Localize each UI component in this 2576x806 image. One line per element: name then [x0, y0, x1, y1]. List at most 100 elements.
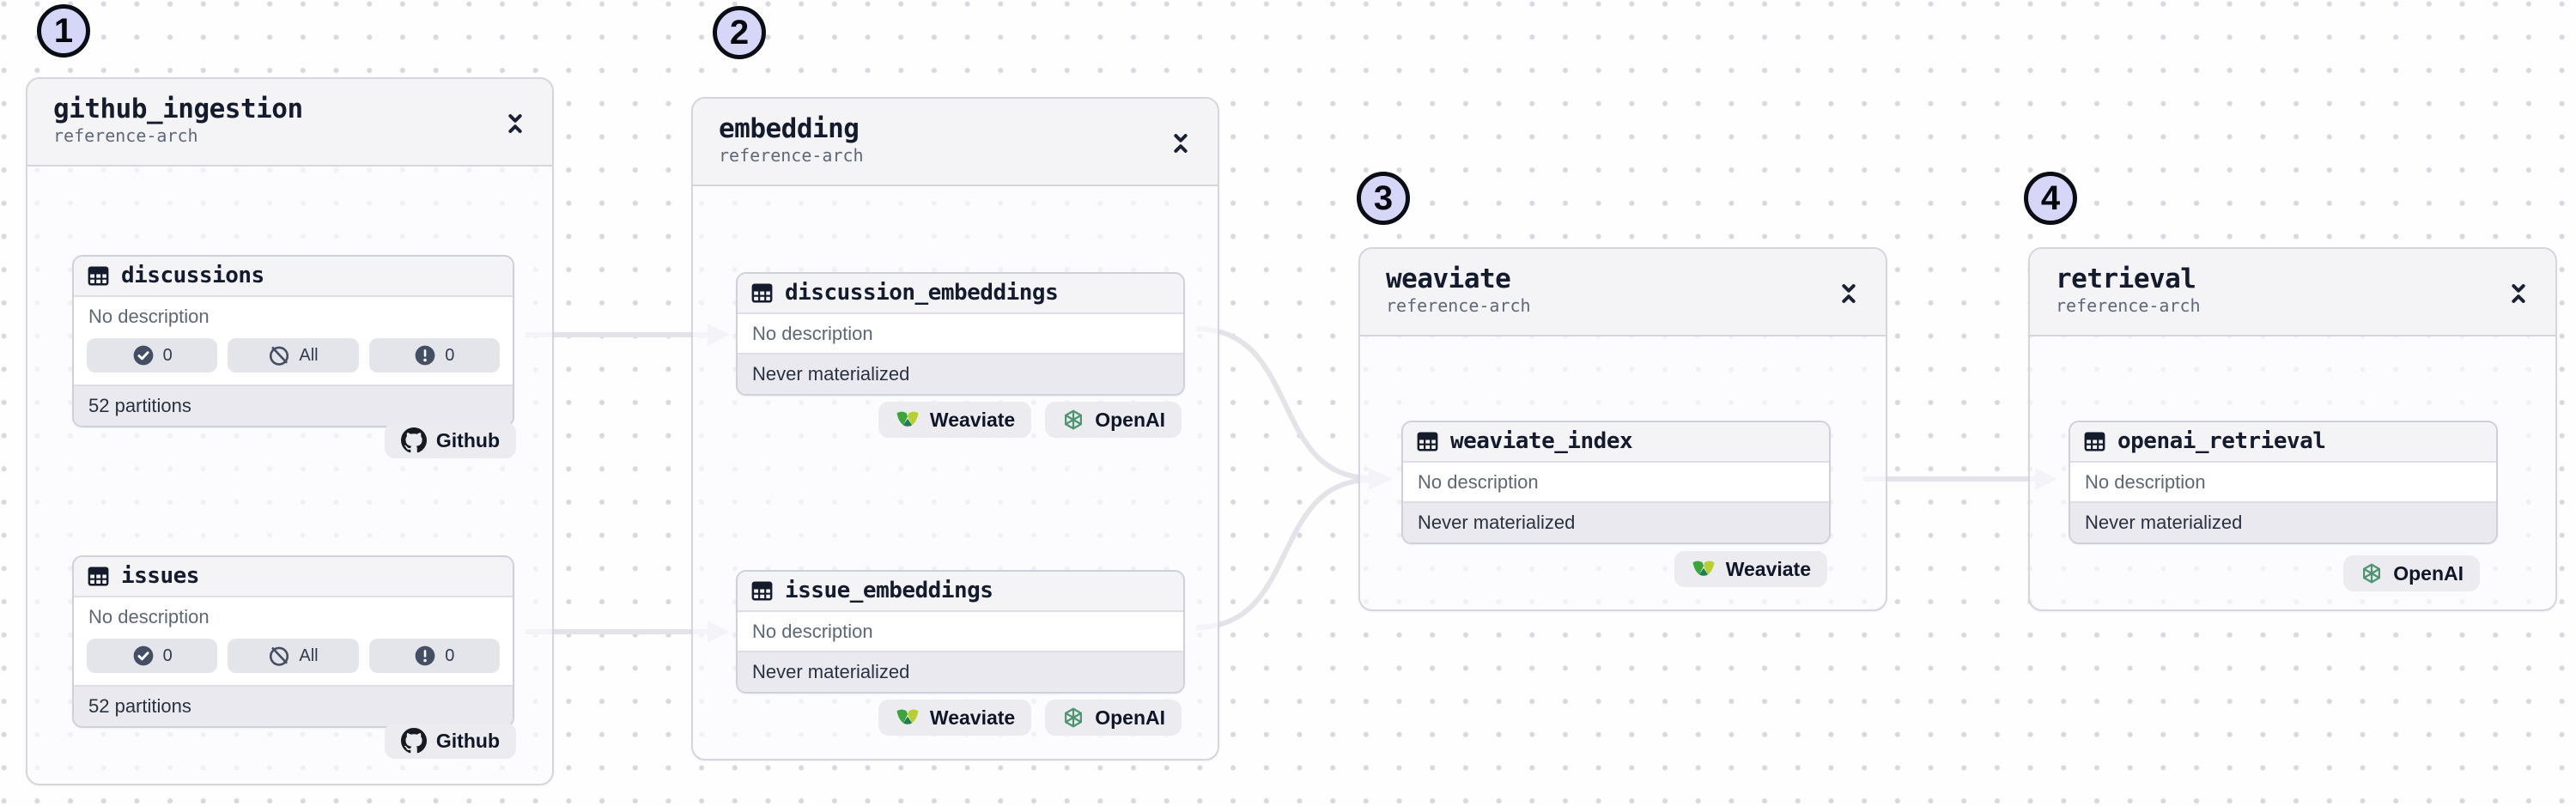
asset-description: No description: [738, 611, 1183, 651]
asset-card-discussions[interactable]: discussions No description 0 All: [72, 255, 514, 427]
asset-name: discussions: [121, 263, 264, 288]
group-embedding: embedding reference-arch discussion_embe…: [691, 97, 1219, 761]
tag-openai[interactable]: OpenAI: [1045, 402, 1182, 438]
pill-value: 0: [162, 345, 173, 365]
tag-openai[interactable]: OpenAI: [2343, 555, 2480, 591]
asset-check-pills: 0 All 0: [74, 331, 513, 385]
openai-icon: [1061, 408, 1085, 432]
weaviate-icon: [895, 707, 920, 728]
asset-status: Never materialized: [1403, 501, 1829, 542]
group-subtitle: reference-arch: [2056, 294, 2201, 316]
tag-github[interactable]: Github: [384, 723, 516, 759]
collapse-chevrons-icon: [2507, 281, 2530, 306]
asset-description: No description: [1403, 462, 1829, 502]
asset-description: No description: [738, 313, 1183, 354]
asset-card-openai-retrieval[interactable]: openai_retrieval No description Never ma…: [2069, 421, 2498, 544]
checks-warning-pill[interactable]: 0: [368, 639, 500, 674]
checks-passed-pill[interactable]: 0: [87, 639, 218, 674]
alert-circle-icon: [414, 344, 436, 367]
asset-partitions: 52 partitions: [74, 385, 513, 426]
table-icon: [750, 282, 774, 305]
tag-label: Weaviate: [929, 706, 1016, 729]
group-retrieval: retrieval reference-arch openai_retrieva…: [2028, 247, 2557, 611]
group-subtitle: reference-arch: [719, 144, 864, 166]
weaviate-icon: [1691, 559, 1716, 579]
tag-label: OpenAI: [1095, 408, 1165, 431]
asset-check-pills: 0 All 0: [74, 632, 513, 686]
asset-name: openai_retrieval: [2117, 428, 2326, 454]
asset-tags: Weaviate OpenAI: [878, 402, 1182, 438]
asset-tags: Github: [384, 422, 516, 458]
check-circle-icon: [132, 344, 155, 367]
group-header-weaviate[interactable]: weaviate reference-arch: [1360, 249, 1886, 336]
collapse-group-button[interactable]: [1834, 278, 1863, 309]
group-subtitle: reference-arch: [1386, 294, 1531, 316]
step-number-2: 2: [713, 6, 766, 59]
openai-icon: [2360, 561, 2384, 585]
tag-openai[interactable]: OpenAI: [1045, 700, 1182, 736]
collapse-group-button[interactable]: [2504, 278, 2533, 309]
group-title: retrieval: [2056, 264, 2196, 294]
tag-weaviate[interactable]: Weaviate: [1674, 551, 1827, 587]
asset-card-weaviate-index[interactable]: weaviate_index No description Never mate…: [1401, 421, 1831, 544]
tag-weaviate[interactable]: Weaviate: [878, 700, 1032, 736]
group-header-retrieval[interactable]: retrieval reference-arch: [2030, 249, 2555, 336]
group-weaviate: weaviate reference-arch weaviate_index N…: [1358, 247, 1887, 611]
pill-value: All: [299, 345, 319, 365]
table-icon: [2083, 430, 2106, 453]
group-header-github-ingestion[interactable]: github_ingestion reference-arch: [27, 79, 552, 167]
tag-weaviate[interactable]: Weaviate: [878, 402, 1032, 438]
collapse-chevrons-icon: [1170, 130, 1192, 156]
asset-card-issues[interactable]: issues No description 0 All: [72, 555, 514, 728]
checks-warning-pill[interactable]: 0: [368, 338, 500, 373]
step-number-4: 4: [2024, 172, 2077, 225]
asset-name: discussion_embeddings: [785, 280, 1059, 306]
asset-tags: Weaviate OpenAI: [878, 700, 1182, 736]
asset-description: No description: [74, 296, 513, 332]
asset-card-discussion-embeddings[interactable]: discussion_embeddings No description Nev…: [736, 272, 1185, 396]
pill-value: All: [299, 645, 319, 665]
checks-passed-pill[interactable]: 0: [87, 338, 218, 373]
tag-label: OpenAI: [1095, 706, 1165, 729]
group-header-embedding[interactable]: embedding reference-arch: [693, 99, 1218, 186]
group-subtitle: reference-arch: [53, 124, 198, 146]
asset-tags: Weaviate: [1674, 551, 1827, 587]
asset-name: weaviate_index: [1450, 428, 1633, 454]
weaviate-icon: [895, 409, 920, 430]
asset-description: No description: [2070, 462, 2496, 502]
table-icon: [1416, 430, 1439, 453]
group-title: embedding: [719, 113, 860, 144]
asset-name: issues: [121, 563, 199, 589]
collapse-chevrons-icon: [1838, 281, 1860, 306]
asset-card-issue-embeddings[interactable]: issue_embeddings No description Never ma…: [736, 570, 1185, 694]
table-icon: [87, 264, 110, 288]
group-title: github_ingestion: [53, 94, 303, 124]
pill-value: 0: [445, 345, 455, 365]
step-number-3: 3: [1357, 172, 1410, 225]
collapse-group-button[interactable]: [1166, 128, 1195, 159]
asset-partitions: 52 partitions: [74, 685, 513, 726]
tag-github[interactable]: Github: [384, 422, 516, 458]
pill-value: 0: [162, 645, 173, 665]
github-icon: [400, 427, 427, 453]
asset-tags: OpenAI: [2343, 555, 2480, 591]
checks-muted-pill[interactable]: All: [228, 338, 359, 373]
collapse-group-button[interactable]: [501, 108, 530, 139]
asset-status: Never materialized: [738, 353, 1183, 394]
check-circle-icon: [132, 645, 155, 667]
checks-muted-pill[interactable]: All: [228, 639, 359, 674]
asset-description: No description: [74, 597, 513, 633]
openai-icon: [1061, 706, 1085, 730]
tag-label: OpenAI: [2393, 561, 2464, 585]
tag-label: Weaviate: [1725, 557, 1811, 580]
asset-name: issue_embeddings: [785, 578, 993, 603]
asset-status: Never materialized: [2070, 501, 2496, 542]
tag-label: Github: [435, 428, 500, 451]
table-icon: [87, 565, 110, 588]
collapse-chevrons-icon: [504, 111, 526, 136]
group-title: weaviate: [1386, 264, 1511, 294]
table-icon: [750, 579, 774, 603]
github-icon: [400, 728, 427, 754]
group-github-ingestion: github_ingestion reference-arch discussi…: [26, 77, 554, 785]
